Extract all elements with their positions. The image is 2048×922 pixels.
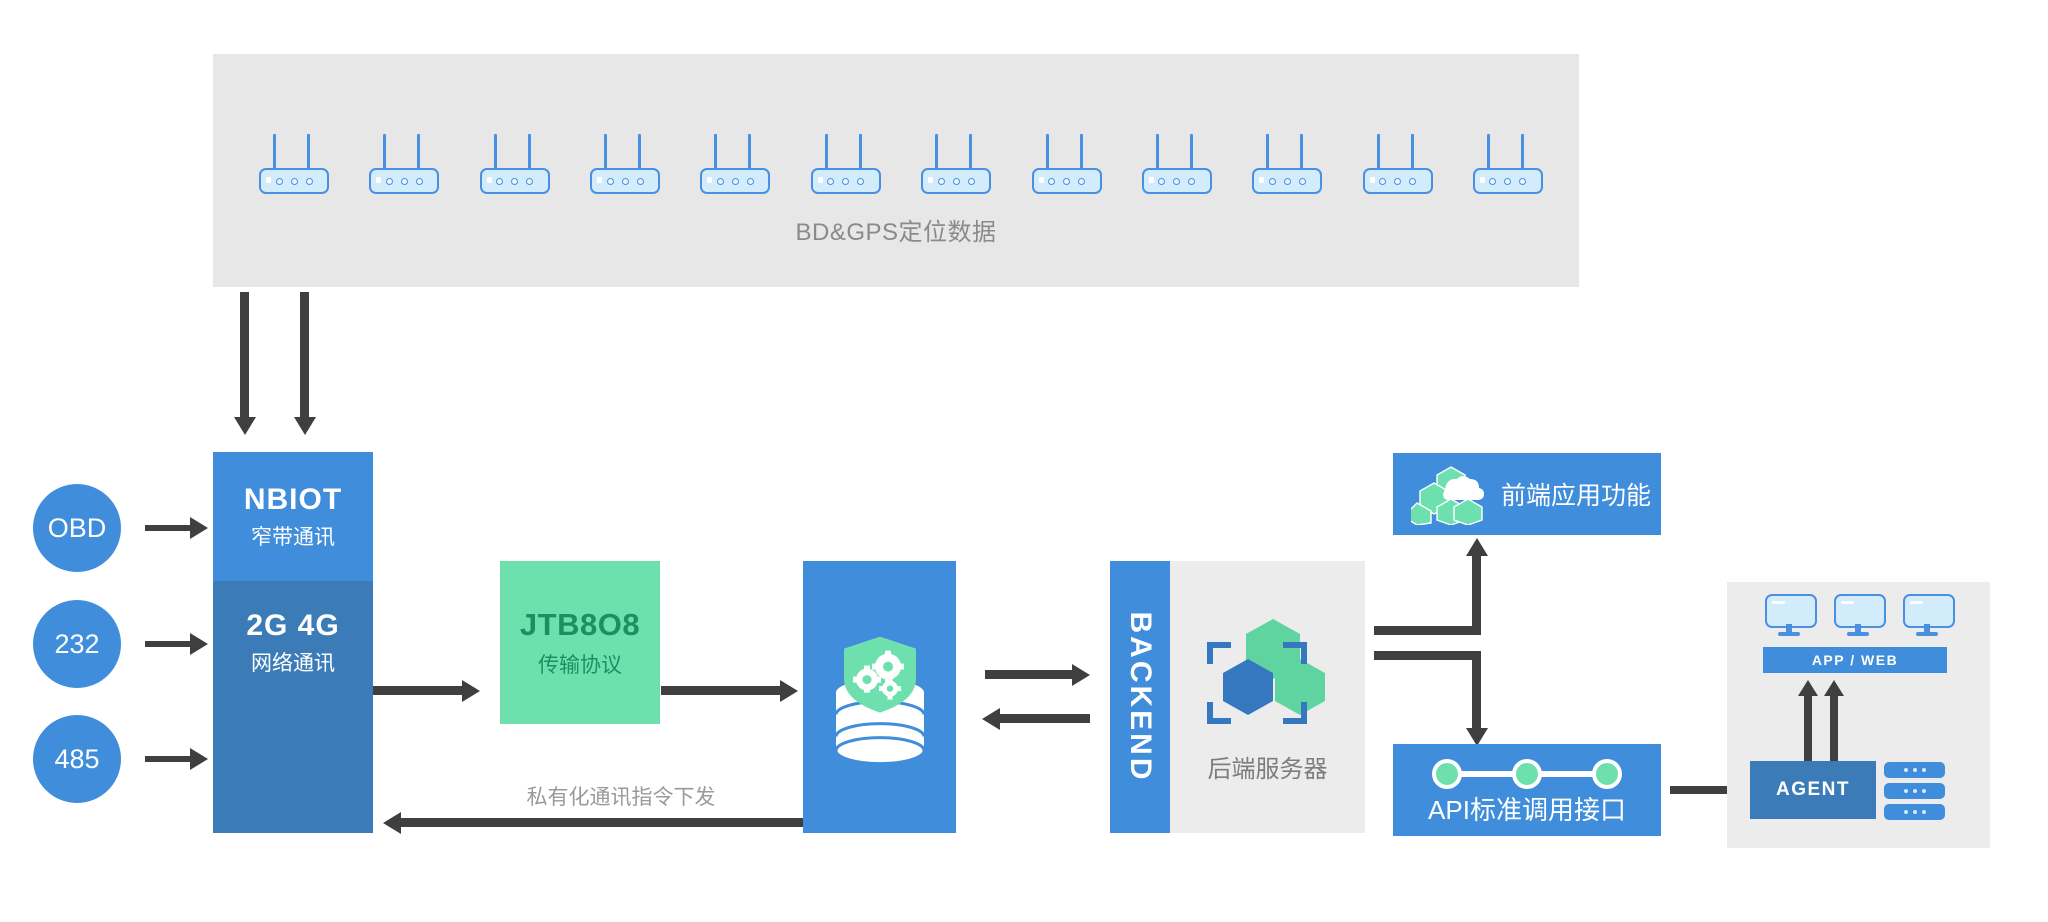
private-command-label: 私有化通讯指令下发 <box>526 786 716 809</box>
arrow-backend-to-frontend-v <box>1472 556 1481 635</box>
cloud-cubes-icon <box>1411 466 1484 525</box>
router-icon <box>259 134 329 194</box>
arrow-backend-to-db-line <box>1000 714 1090 723</box>
arrow-backend-to-db-head <box>982 707 1000 730</box>
arrow-agent-to-appweb-2-line <box>1830 692 1838 762</box>
agent-panel: APP / WEB AGENT <box>1727 582 1990 848</box>
arrow-private-command-head <box>383 811 401 834</box>
backend-block[interactable]: BACKEND 后端服务器 <box>1110 561 1365 833</box>
database-block[interactable] <box>803 561 956 833</box>
input-485-label: 485 <box>54 743 100 774</box>
protocol-subtitle: 传输协议 <box>538 653 622 677</box>
arrow-backend-to-frontend-h <box>1374 626 1481 635</box>
arrow-db-to-backend-line <box>985 670 1075 679</box>
agent-label: AGENT <box>1776 779 1850 800</box>
router-icon <box>479 134 550 194</box>
arrow-gps-to-comm-1-head <box>233 417 256 435</box>
mobile-network-block[interactable]: 2G 4G 网络通讯 <box>213 581 373 833</box>
server-bar-icon <box>1884 762 1945 778</box>
backend-label: 后端服务器 <box>1207 756 1328 783</box>
monitor-icon <box>1765 594 1817 638</box>
router-icon <box>1031 134 1102 194</box>
arrow-comm-to-protocol-line <box>373 686 465 695</box>
monitor-icon <box>1834 594 1886 638</box>
gps-data-label: BD&GPS定位数据 <box>795 219 997 246</box>
router-icon <box>1252 134 1323 194</box>
monitor-icon <box>1903 594 1955 638</box>
arrow-db-to-backend-head <box>1072 663 1090 686</box>
router-icon <box>810 134 881 194</box>
frontend-app-block[interactable]: 前端应用功能 <box>1393 453 1661 535</box>
node-chain-icon <box>1432 759 1622 789</box>
agent-box[interactable]: AGENT <box>1750 761 1876 819</box>
protocol-title: JTB8O8 <box>519 606 641 642</box>
router-icon <box>590 134 661 194</box>
router-icon <box>369 134 440 194</box>
arrow-backend-to-frontend-head <box>1465 538 1488 556</box>
arrow-gps-to-comm-2-line <box>300 292 309 417</box>
gps-data-panel: BD&GPS定位数据 <box>213 54 1579 287</box>
arrow-obd-line <box>145 525 193 531</box>
router-icon-row <box>259 134 1543 194</box>
nbiot-block[interactable]: NBIOT 窄带通讯 <box>213 452 373 581</box>
arrow-485-line <box>145 756 193 762</box>
arrow-backend-to-api-v <box>1472 651 1481 730</box>
arrow-backend-to-api-h <box>1374 651 1481 660</box>
arrow-obd-head <box>190 517 208 539</box>
backend-bar-text: BACKEND <box>1124 611 1157 783</box>
backend-accent-bar: BACKEND <box>1110 561 1170 833</box>
arrow-backend-to-api-head <box>1465 728 1488 746</box>
arrow-api-to-agent-line <box>1670 786 1732 794</box>
api-block[interactable]: API标准调用接口 <box>1393 744 1661 836</box>
input-232[interactable]: 232 <box>33 600 121 688</box>
app-web-label: APP / WEB <box>1811 652 1899 668</box>
arrow-232-head <box>190 633 208 655</box>
arrow-232-line <box>145 641 193 647</box>
router-icon <box>921 134 992 194</box>
arrow-protocol-to-db-line <box>661 686 783 695</box>
protocol-block[interactable]: JTB8O8 传输协议 <box>500 561 660 724</box>
input-485[interactable]: 485 <box>33 715 121 803</box>
database-shield-gears-icon <box>834 636 925 765</box>
nbiot-title: NBIOT <box>243 482 343 516</box>
app-web-bar[interactable]: APP / WEB <box>1763 647 1947 673</box>
arrow-485-head <box>190 748 208 770</box>
router-icon <box>700 134 771 194</box>
arrow-agent-to-appweb-1-head <box>1798 680 1818 696</box>
hexagon-cluster-icon <box>1207 619 1325 724</box>
router-icon <box>1362 134 1433 194</box>
input-obd-label: OBD <box>47 512 107 543</box>
mobile-subtitle: 网络通讯 <box>251 652 335 675</box>
frontend-app-label: 前端应用功能 <box>1501 482 1652 510</box>
mobile-title: 2G 4G <box>246 609 340 642</box>
input-232-label: 232 <box>54 628 100 659</box>
arrow-gps-to-comm-1-line <box>240 292 249 417</box>
server-bar-icon <box>1884 804 1945 820</box>
arrow-agent-to-appweb-1-line <box>1804 692 1812 762</box>
arrow-comm-to-protocol-head <box>462 679 480 702</box>
router-icon <box>1141 134 1212 194</box>
api-label: API标准调用接口 <box>1428 795 1626 825</box>
arrow-private-command-line <box>401 818 803 827</box>
nbiot-subtitle: 窄带通讯 <box>251 525 335 549</box>
communication-module: NBIOT 窄带通讯 2G 4G 网络通讯 <box>213 452 373 833</box>
arrow-agent-to-appweb-2-head <box>1824 680 1844 696</box>
arrow-gps-to-comm-2-head <box>293 417 316 435</box>
server-bar-icon <box>1884 783 1945 799</box>
input-obd[interactable]: OBD <box>33 484 121 572</box>
arrow-protocol-to-db-head <box>780 679 798 702</box>
router-icon <box>1472 134 1543 194</box>
